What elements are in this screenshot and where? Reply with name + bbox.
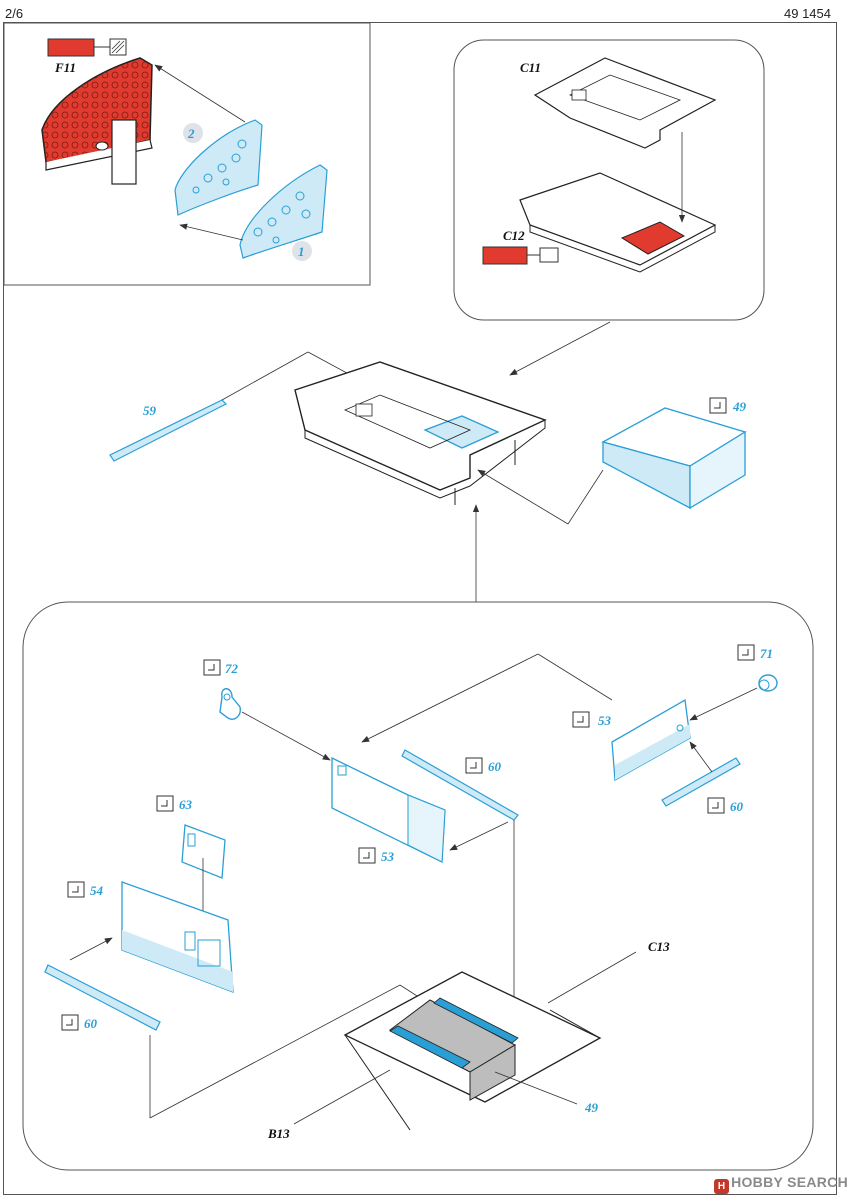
arrow-60-right <box>689 741 713 773</box>
label-60-right: 60 <box>730 799 744 814</box>
callout-1-badge <box>292 241 312 261</box>
part-63-plate <box>181 824 226 879</box>
label-53-mid: 53 <box>381 849 395 864</box>
leader-49-bottom <box>494 1071 578 1105</box>
label-c11: C11 <box>520 60 541 75</box>
cut-icon-49-top <box>709 397 727 414</box>
part-49-box <box>601 407 747 510</box>
cut-icon-60-mid <box>465 757 483 774</box>
cut-icon-63 <box>156 795 174 812</box>
cut-icon-72 <box>203 659 221 676</box>
leader-left-2 <box>149 984 401 1119</box>
cut-icon-60-left <box>61 1014 79 1031</box>
label-63: 63 <box>179 797 193 812</box>
label-c12: C12 <box>503 228 525 243</box>
arrow-60-mid <box>449 821 509 851</box>
instrument-panel-part-1 <box>239 164 328 259</box>
callout-2-badge <box>183 123 203 143</box>
arrow-1-to-2 <box>179 223 244 241</box>
part-60-right-angle <box>661 757 741 807</box>
arrow-71 <box>689 687 758 721</box>
leader-49 <box>567 469 604 525</box>
arrow-panel-to-floor <box>509 321 611 376</box>
leader-b13 <box>293 1069 391 1125</box>
label-f11: F11 <box>54 60 76 75</box>
arrow-to-53-mid <box>361 653 539 743</box>
arrow-72 <box>241 711 331 761</box>
part-c12-floor <box>519 172 717 273</box>
part-53-mid-panel <box>331 756 446 864</box>
part-60-left-angle <box>44 964 161 1031</box>
cut-icon-54 <box>67 881 85 898</box>
panel-bottom <box>22 601 814 1171</box>
cockpit-floor-assembly <box>294 361 547 505</box>
label-2: 2 <box>187 126 195 141</box>
label-72: 72 <box>225 661 239 676</box>
cut-icon-71 <box>737 644 755 661</box>
instrument-panel-f11 <box>41 57 153 185</box>
part-c11 <box>533 57 717 149</box>
part-53-right-panel <box>611 698 691 782</box>
c12-paint-swatch <box>482 246 559 265</box>
f11-paint-swatch <box>47 38 127 57</box>
arrow-49-to-floor <box>477 469 569 525</box>
leader-53-right <box>537 653 613 701</box>
panel-c11-c12 <box>453 39 765 321</box>
label-b13: B13 <box>267 1126 290 1141</box>
page-number: 2/6 <box>5 6 24 21</box>
arrow-60-left <box>69 937 113 961</box>
label-59: 59 <box>143 403 157 418</box>
label-60-mid: 60 <box>488 759 502 774</box>
arrow-2-to-f11 <box>154 64 246 123</box>
part-71-knob <box>758 674 778 692</box>
label-1: 1 <box>298 244 305 259</box>
label-60-left: 60 <box>84 1016 98 1031</box>
instrument-panel-part-2 <box>174 119 263 216</box>
hobby-search-logo-icon: H <box>714 1179 730 1194</box>
label-49-bottom: 49 <box>584 1100 599 1115</box>
label-49-top: 49 <box>732 399 747 414</box>
label-71: 71 <box>760 646 773 661</box>
label-53-right: 53 <box>598 713 612 728</box>
part-72-bracket <box>219 688 242 720</box>
cut-icon-53-mid <box>358 847 376 864</box>
leader-c13 <box>547 951 637 1004</box>
frame-c13-b13 <box>343 971 602 1131</box>
watermark-text: HOBBY SEARCH <box>731 1174 848 1190</box>
label-54: 54 <box>90 883 104 898</box>
label-c13: C13 <box>648 939 670 954</box>
cut-icon-53-right <box>572 711 590 728</box>
leader-59 <box>221 351 309 401</box>
page-frame <box>3 22 837 1195</box>
part-59-strip <box>109 399 228 462</box>
kit-number: 49 1454 <box>784 6 831 21</box>
part-54-panel <box>121 881 234 993</box>
panel-f11 <box>3 22 371 286</box>
cut-icon-60-right <box>707 797 725 814</box>
